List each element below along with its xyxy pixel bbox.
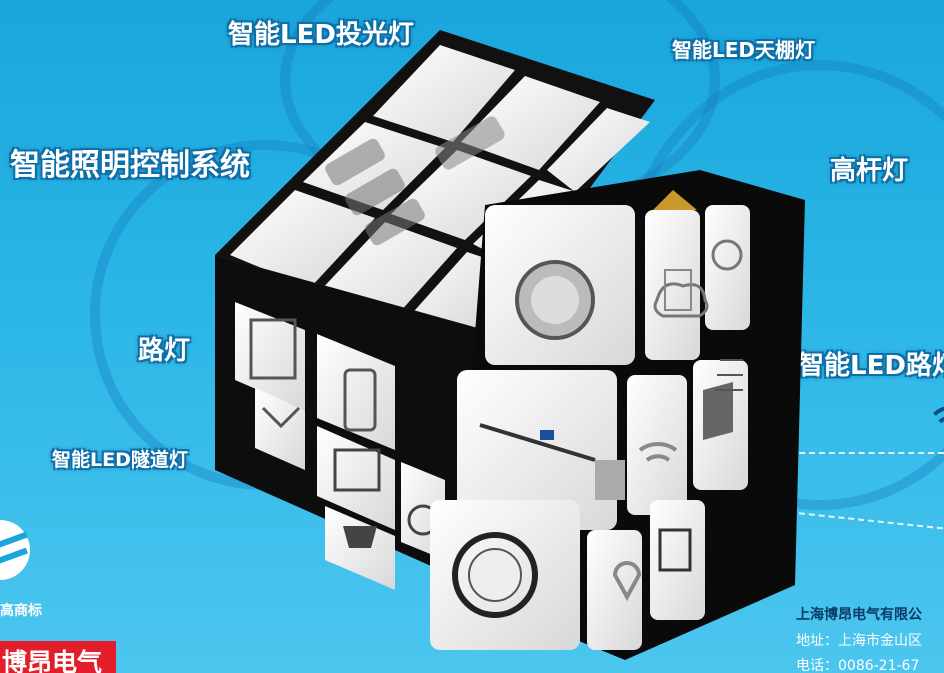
rubiks-cube-graphic bbox=[215, 30, 805, 660]
building-icon bbox=[653, 190, 697, 210]
company-phone: 电话：0086-21-67 bbox=[796, 658, 920, 673]
label-street-lamp: 路灯 bbox=[138, 336, 191, 366]
top-tile bbox=[391, 150, 531, 240]
meter-icon bbox=[664, 269, 692, 311]
label-smart-street: 智能LED路灯 bbox=[798, 351, 944, 381]
tablet-icon bbox=[249, 318, 297, 380]
company-name: 上海博昂电气有限公 bbox=[796, 607, 922, 623]
top-tile bbox=[461, 76, 600, 170]
grid-icon bbox=[715, 359, 743, 391]
label-highbay: 智能LED天棚灯 bbox=[672, 38, 816, 62]
floodlight-icon bbox=[325, 116, 505, 246]
label-tunnel: 智能LED隧道灯 bbox=[52, 449, 188, 471]
dashed-line-1 bbox=[700, 452, 944, 454]
label-control-system: 智能照明控制系统 bbox=[10, 148, 250, 183]
streetlight-icon bbox=[479, 423, 596, 462]
top-tile bbox=[547, 108, 650, 192]
company-address: 地址：上海市金山区 bbox=[796, 633, 922, 649]
monitor-icon bbox=[658, 528, 692, 572]
phone-icon bbox=[343, 368, 377, 432]
wifi-icon bbox=[638, 442, 678, 462]
brand-name: 博昂电气 bbox=[0, 641, 117, 673]
wifi-signal-icon bbox=[918, 400, 944, 444]
top-tile bbox=[303, 122, 445, 210]
rubiks-cube bbox=[195, 30, 805, 660]
screen-icon bbox=[333, 448, 381, 492]
cup-icon bbox=[343, 526, 377, 548]
driver-box-icon bbox=[595, 460, 625, 500]
front-tile bbox=[587, 530, 642, 650]
label-floodlight: 智能LED投光灯 bbox=[228, 20, 414, 50]
highbay-light-icon bbox=[515, 260, 595, 340]
front-tile bbox=[457, 370, 617, 530]
location-icon bbox=[612, 561, 642, 602]
label-high-mast: 高杆灯 bbox=[830, 156, 909, 186]
clock-icon bbox=[711, 239, 743, 271]
top-tile bbox=[373, 45, 515, 142]
company-logo-icon bbox=[0, 520, 30, 580]
trademark-text: 高商标 bbox=[0, 603, 42, 619]
round-highbay-icon bbox=[452, 532, 538, 618]
left-tile bbox=[255, 388, 305, 470]
solar-panel-icon bbox=[703, 382, 733, 440]
front-tile bbox=[650, 500, 705, 620]
mail-icon bbox=[261, 406, 301, 429]
top-tile bbox=[399, 252, 491, 330]
cloud-icon bbox=[653, 282, 709, 318]
top-tile bbox=[230, 190, 375, 288]
